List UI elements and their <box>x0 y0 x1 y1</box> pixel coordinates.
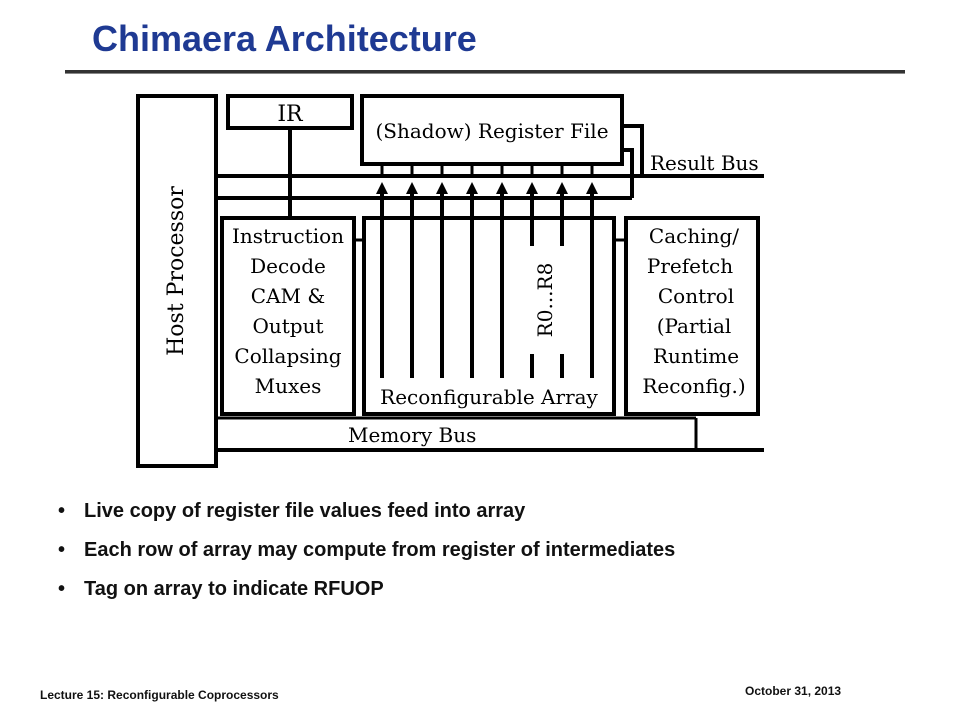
reg-arrow-head-5 <box>526 182 538 194</box>
footer-lecture: Lecture 15: Reconfigurable Coprocessors <box>40 688 279 702</box>
bullet-dot: • <box>58 539 66 561</box>
registers-label-bg <box>526 246 566 354</box>
reg-arrow-head-3 <box>466 182 478 194</box>
result-bus-label: Result Bus <box>650 151 759 175</box>
architecture-diagram: Host Processor IR (Shadow) Register File… <box>136 94 764 468</box>
title-divider <box>65 70 905 74</box>
reg-arrow-head-6 <box>556 182 568 194</box>
bullet-item: • Each row of array may compute from regi… <box>58 539 675 562</box>
reg-arrow-head-4 <box>496 182 508 194</box>
reg-arrow-head-1 <box>406 182 418 194</box>
footer-date: October 31, 2013 <box>745 684 842 698</box>
ir-label: IR <box>277 102 304 127</box>
host-processor-box <box>136 94 218 468</box>
decode-line-3: CAM & <box>251 284 325 308</box>
decode-block-box <box>220 216 356 416</box>
decode-line-5: Collapsing <box>234 344 341 368</box>
bullet-text: Tag on array to indicate RFUOP <box>84 578 384 600</box>
register-file-box <box>360 94 624 166</box>
regfile-drop-lines <box>380 164 594 176</box>
reg-arrow-head-2 <box>436 182 448 194</box>
register-file-label: (Shadow) Register File <box>375 119 608 143</box>
reg-arrow-head-7 <box>586 182 598 194</box>
memory-bus-label: Memory Bus <box>348 423 476 447</box>
bullet-list: • Live copy of register file values feed … <box>58 500 675 617</box>
decode-line-2: Decode <box>250 254 326 278</box>
cache-line-1: Caching/ <box>649 224 739 248</box>
host-processor-label: Host Processor <box>164 186 189 356</box>
cache-line-4: (Partial <box>657 314 732 338</box>
registers-label: R0...R8 <box>533 263 557 338</box>
reconfigurable-array-label: Reconfigurable Array <box>380 385 598 409</box>
decode-line-6: Muxes <box>255 374 322 398</box>
bullet-text: Live copy of register file values feed i… <box>84 500 526 522</box>
reg-arrow-head-0 <box>376 182 388 194</box>
bullet-item: • Tag on array to indicate RFUOP <box>58 578 675 601</box>
decode-line-1: Instruction <box>232 224 344 248</box>
cache-line-5: Runtime <box>653 344 739 368</box>
bullet-dot: • <box>58 500 66 522</box>
cache-line-2: Prefetch <box>647 254 733 278</box>
cache-line-3: Control <box>658 284 734 308</box>
slide-title: Chimaera Architecture <box>92 18 477 59</box>
cache-block-box <box>624 216 760 416</box>
bullet-text: Each row of array may compute from regis… <box>84 539 676 561</box>
decode-line-4: Output <box>252 314 323 338</box>
reconfigurable-array-box <box>362 216 616 416</box>
cache-line-6: Reconfig.) <box>642 374 745 398</box>
bullet-dot: • <box>58 578 66 600</box>
ir-box <box>226 94 354 130</box>
bullet-item: • Live copy of register file values feed … <box>58 500 675 523</box>
